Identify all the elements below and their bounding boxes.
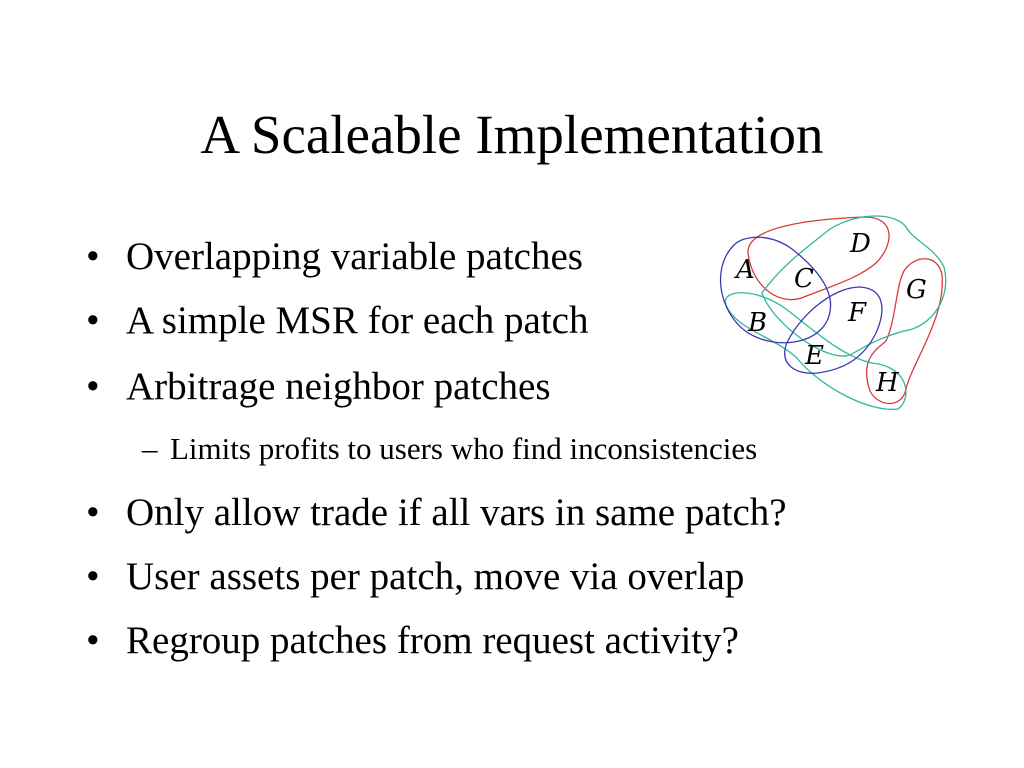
teal-patch-bottom bbox=[724, 292, 907, 411]
dash-symbol: – bbox=[142, 431, 158, 466]
blue-patch-left bbox=[719, 236, 832, 344]
diagram-label: D bbox=[849, 229, 871, 259]
bullet-item: • User assets per patch, move via overlap bbox=[86, 554, 744, 600]
slide-title: A Scaleable Implementation bbox=[200, 104, 824, 165]
diagram-label: E bbox=[804, 341, 824, 371]
bullet-symbol: • bbox=[86, 365, 100, 408]
diagram-label: C bbox=[794, 264, 814, 294]
blue-patch-right bbox=[784, 286, 883, 374]
diagram-label: G bbox=[906, 275, 927, 305]
bullet-symbol: • bbox=[86, 555, 100, 598]
diagram-label: H bbox=[875, 368, 900, 398]
bullet-item: • Regroup patches from request activity? bbox=[86, 618, 739, 664]
bullet-text: Arbitrage neighbor patches bbox=[126, 365, 551, 408]
bullet-item: • Only allow trade if all vars in same pa… bbox=[86, 490, 787, 536]
sub-bullet-text: Limits profits to users who find inconsi… bbox=[170, 431, 758, 466]
bullet-symbol: • bbox=[86, 619, 100, 662]
sub-bullet-item: –Limits profits to users who find incons… bbox=[142, 430, 757, 468]
teal-patch-top bbox=[761, 215, 947, 357]
patch-overlap-diagram: A B C D E F G H bbox=[719, 215, 947, 411]
bullet-text: User assets per patch, move via overlap bbox=[126, 555, 745, 598]
bullet-item: • Arbitrage neighbor patches bbox=[86, 364, 551, 410]
bullet-text: Overlapping variable patches bbox=[126, 235, 583, 278]
diagram-label: F bbox=[847, 298, 867, 328]
bullet-symbol: • bbox=[86, 235, 100, 278]
diagram-label: B bbox=[747, 308, 767, 338]
red-patch-right bbox=[865, 258, 943, 405]
red-patch-top bbox=[747, 216, 890, 301]
bullet-text: Regroup patches from request activity? bbox=[126, 619, 739, 662]
bullet-text: Only allow trade if all vars in same pat… bbox=[126, 491, 787, 534]
diagram-label: A bbox=[734, 255, 755, 285]
bullet-symbol: • bbox=[86, 299, 100, 342]
bullet-text: A simple MSR for each patch bbox=[126, 299, 589, 342]
bullet-item: • A simple MSR for each patch bbox=[86, 298, 589, 344]
bullet-item: • Overlapping variable patches bbox=[86, 234, 583, 280]
bullet-symbol: • bbox=[86, 491, 100, 534]
